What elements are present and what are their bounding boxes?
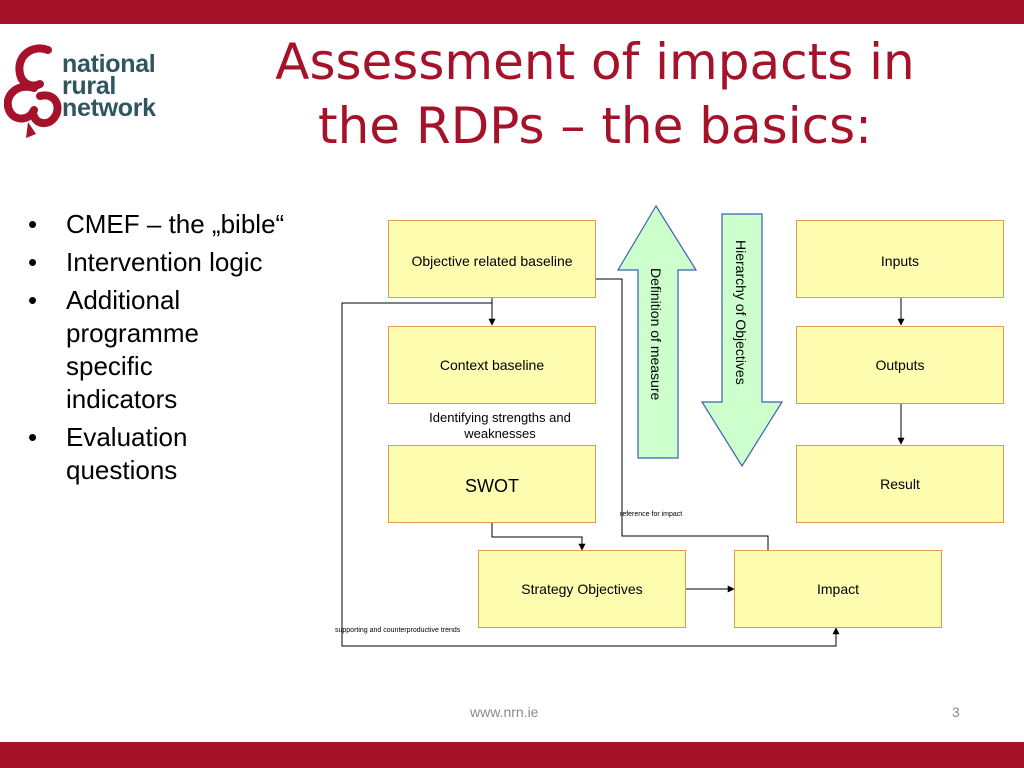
slide-title: Assessment of impacts in the RDPs – the … <box>240 30 950 158</box>
impact-label: Impact <box>816 581 859 597</box>
outputs-label: Outputs <box>875 357 925 373</box>
logo: national rural network <box>4 42 214 142</box>
title-line-2: the RDPs – the basics: <box>318 97 872 155</box>
logo-text-network: network <box>62 94 156 122</box>
inputs-box: Inputs <box>796 220 1004 298</box>
objective-baseline-box: Objective related baseline <box>388 220 596 298</box>
page-number: 3 <box>952 704 960 720</box>
connector-swot-strategy <box>491 522 586 551</box>
bullet-label: Evaluation questions <box>66 422 188 485</box>
bullet-label: CMEF – the „bible“ <box>66 209 285 239</box>
bullet-item: Intervention logic <box>28 246 328 279</box>
supporting-trends-note: supporting and counterproductive trends <box>335 627 461 634</box>
logo-text-national: national <box>62 50 156 78</box>
connector-feedback-loop <box>341 302 840 647</box>
logo-text-rural: rural <box>62 72 117 100</box>
inputs-label: Inputs <box>880 253 920 269</box>
top-band <box>0 0 1024 24</box>
footer-url: www.nrn.ie <box>470 704 539 720</box>
context-baseline-label: Context baseline <box>439 357 545 373</box>
strategy-objectives-label: Strategy Objectives <box>521 581 643 597</box>
outputs-box: Outputs <box>796 326 1004 404</box>
bullet-label: Additional programme specific indicators <box>66 285 199 414</box>
context-baseline-box: Context baseline <box>388 326 596 404</box>
hierarchy-of-objectives-label: Hierarchy of Objectives <box>733 240 749 385</box>
result-label: Result <box>880 476 920 492</box>
definition-of-measure-arrow <box>616 204 698 459</box>
impact-box: Impact <box>734 550 942 628</box>
bullet-item: Additional programme specific indicators <box>28 284 266 416</box>
strategy-objectives-box: Strategy Objectives <box>478 550 686 628</box>
reference-for-impact-note: reference for impact <box>620 511 683 518</box>
identifying-note: Identifying strengths and weaknesses <box>429 410 571 441</box>
bullet-list: CMEF – the „bible“ Intervention logic Ad… <box>28 208 328 492</box>
objective-baseline-label: Objective related baseline <box>411 253 573 269</box>
bullet-item: Evaluation questions <box>28 421 266 487</box>
logo-mark-icon <box>4 44 62 138</box>
swot-label: SWOT <box>465 476 519 496</box>
bullet-label: Intervention logic <box>66 247 263 277</box>
result-box: Result <box>796 445 1004 523</box>
swot-box: SWOT <box>388 445 596 523</box>
connector-baseline-impact <box>596 278 772 562</box>
bullet-item: CMEF – the „bible“ <box>28 208 328 241</box>
title-line-1: Assessment of impacts in <box>275 33 915 91</box>
hierarchy-of-objectives-arrow <box>700 213 784 468</box>
definition-of-measure-label: Definition of measure <box>648 268 664 401</box>
bottom-band <box>0 742 1024 768</box>
